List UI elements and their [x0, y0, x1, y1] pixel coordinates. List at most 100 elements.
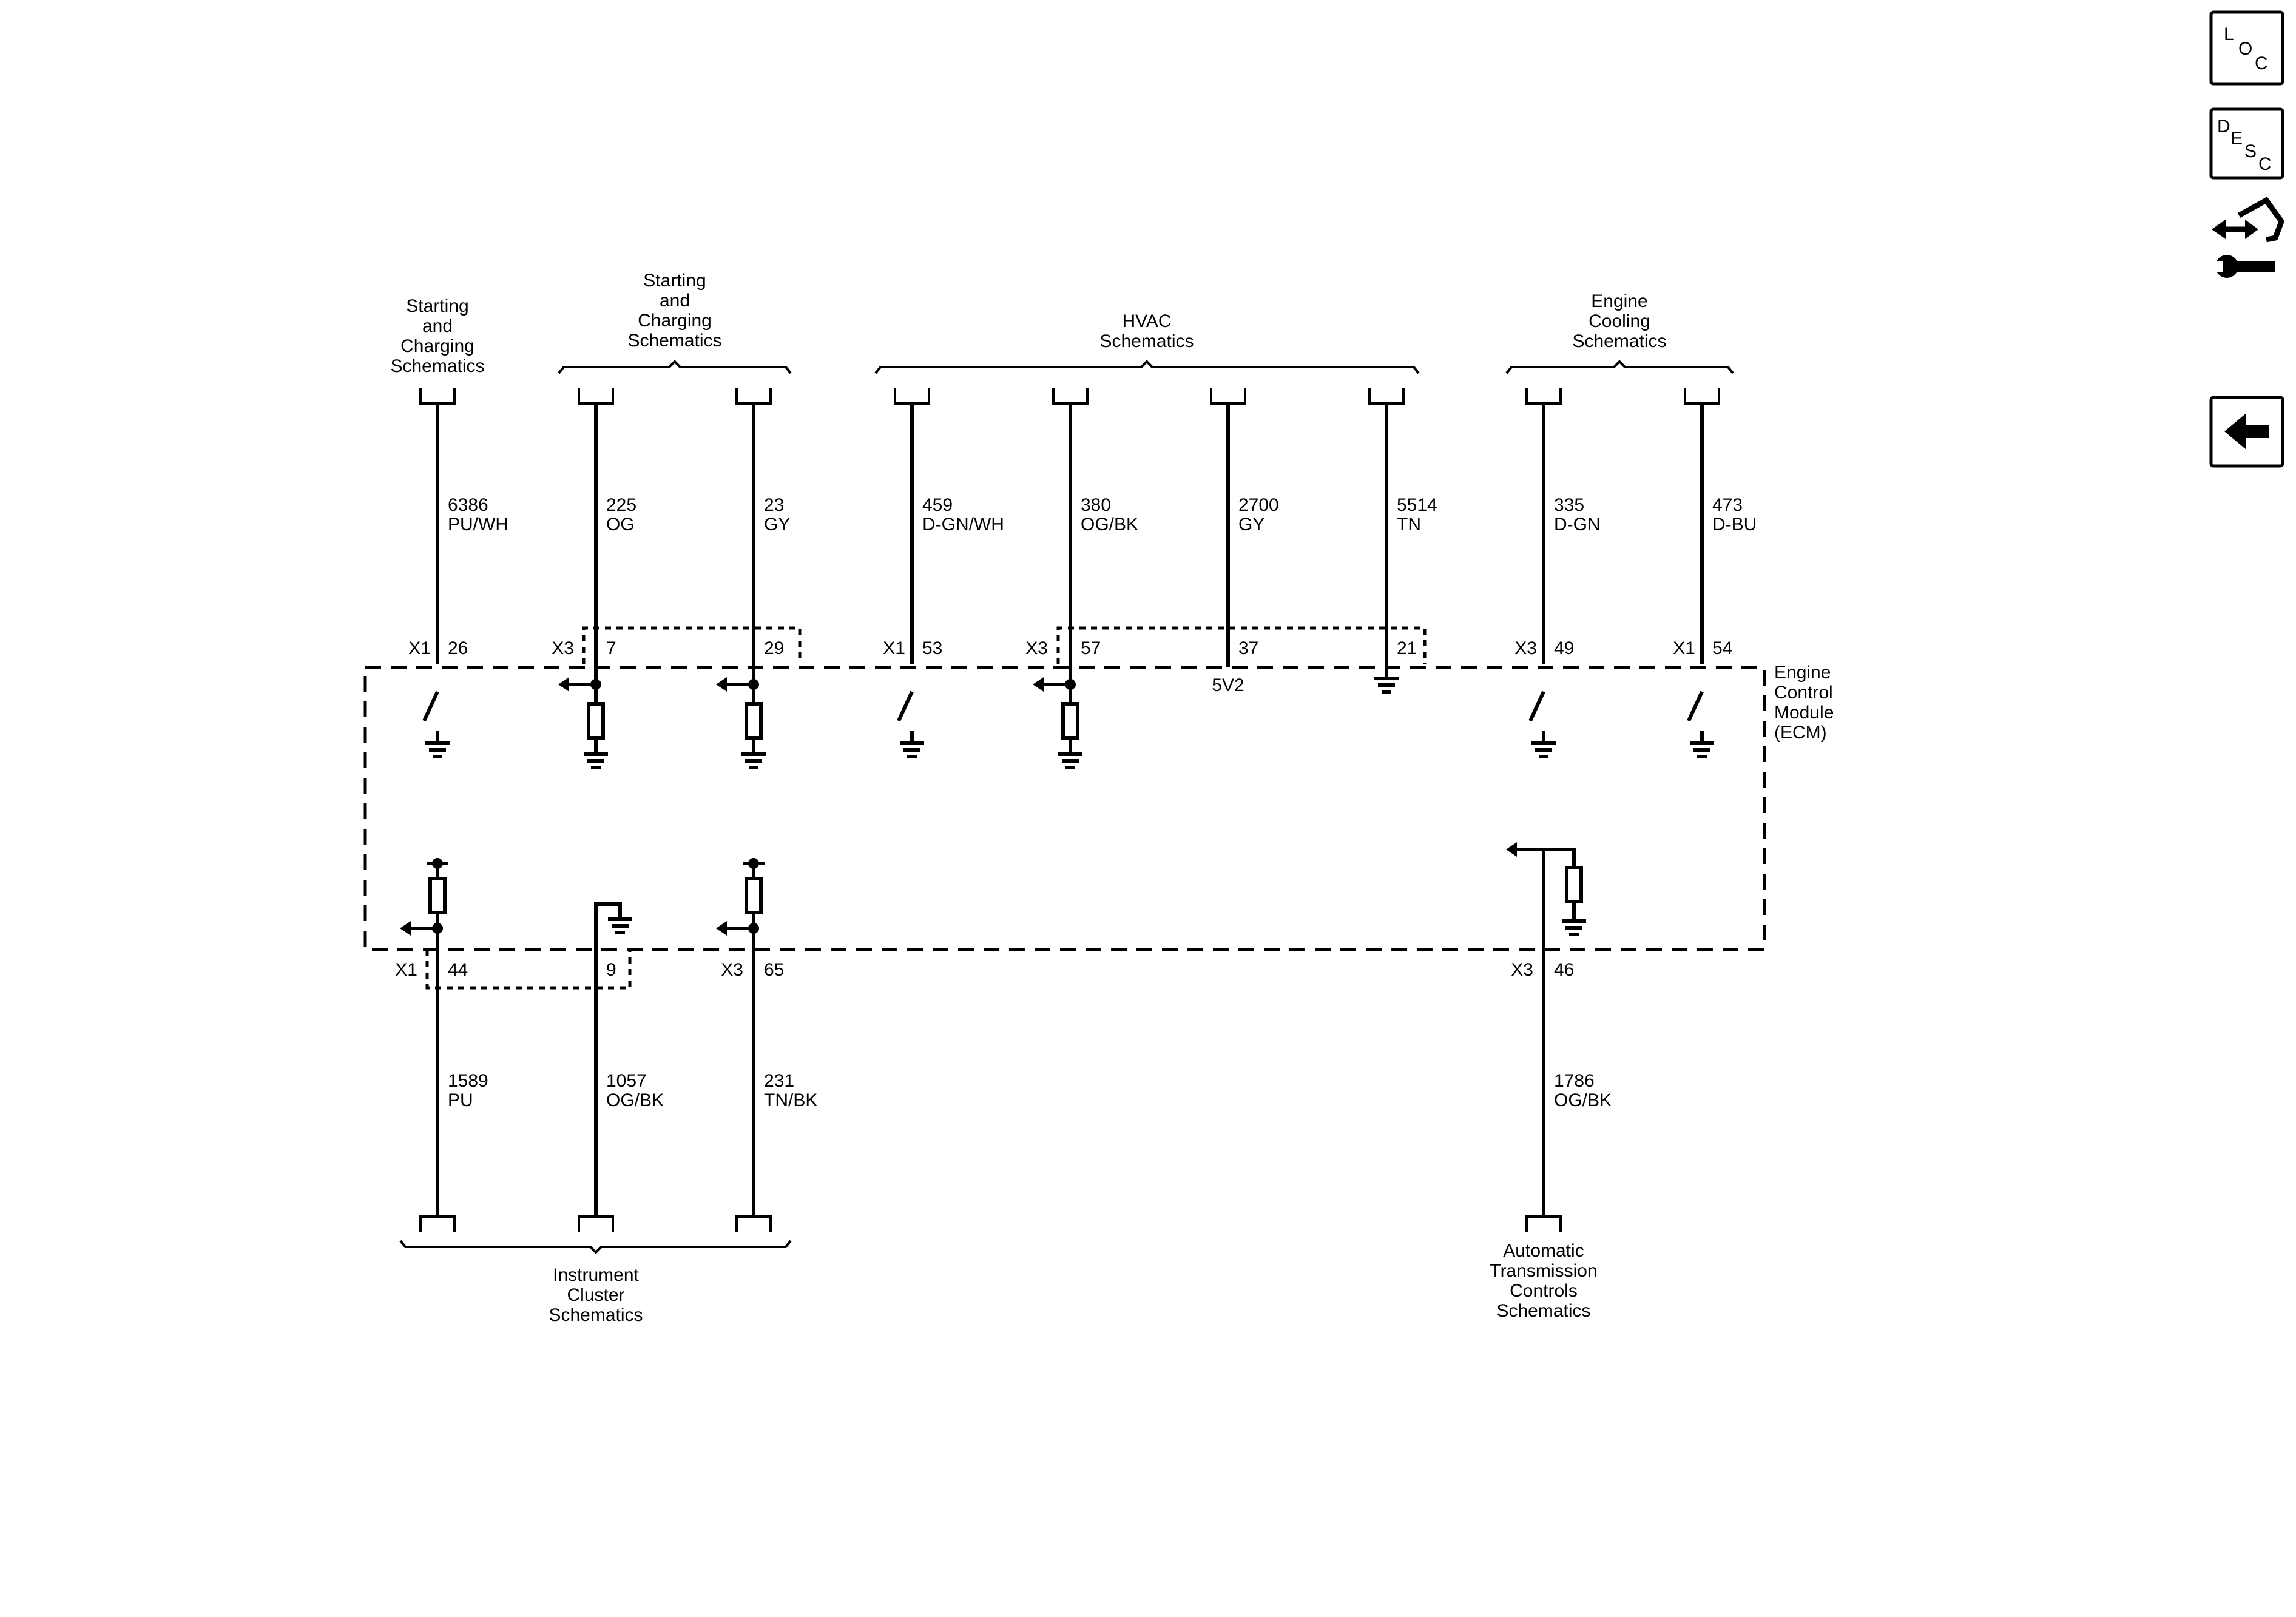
- svg-text:X3: X3: [1511, 960, 1533, 980]
- svg-text:7: 7: [606, 638, 616, 658]
- bracket-hvac: [874, 360, 1420, 374]
- svg-text:D: D: [2217, 116, 2230, 137]
- svg-text:231: 231: [764, 1071, 794, 1091]
- svg-text:X1: X1: [408, 638, 431, 658]
- svg-text:C: C: [2255, 53, 2268, 73]
- svg-text:Schematics: Schematics: [627, 331, 721, 351]
- bottom-wire-labels: 1589 PU 1057 OG/BK 231 TN/BK 1786 OG/BK: [448, 1071, 1612, 1110]
- bottom-pin-labels: X1 44 9 X3 65 X3 46: [395, 960, 1574, 980]
- svg-text:E: E: [2230, 129, 2243, 149]
- svg-text:OG/BK: OG/BK: [606, 1090, 664, 1110]
- svg-text:TN: TN: [1397, 515, 1421, 535]
- svg-text:D-BU: D-BU: [1712, 515, 1757, 535]
- source-label-engine-cooling: Engine Cooling Schematics: [1572, 291, 1666, 351]
- svg-text:1057: 1057: [606, 1071, 647, 1091]
- svg-text:54: 54: [1712, 638, 1732, 658]
- svg-text:Starting: Starting: [406, 296, 468, 316]
- top-pin-labels: X1 26 X3 7 29 X1 53 X3 57 37 21 X3 49 X1…: [408, 638, 1732, 658]
- bottom-wires: [436, 849, 1545, 1217]
- svg-text:2700: 2700: [1238, 495, 1279, 515]
- svg-text:X3: X3: [552, 638, 574, 658]
- source-label-starting-charging-2: Starting and Charging Schematics: [627, 271, 721, 351]
- svg-text:Automatic: Automatic: [1503, 1241, 1584, 1261]
- connector-group-box-1: [582, 626, 802, 664]
- back-arrow-icon: [2224, 413, 2269, 450]
- svg-text:53: 53: [922, 638, 942, 658]
- svg-text:46: 46: [1554, 960, 1574, 980]
- svg-text:X1: X1: [1673, 638, 1695, 658]
- svg-text:and: and: [422, 316, 453, 336]
- ecm-module-label: Engine Control Module (ECM): [1774, 663, 1834, 743]
- bracket-starting-charging: [558, 360, 792, 374]
- svg-text:X3: X3: [721, 960, 743, 980]
- svg-text:X3: X3: [1025, 638, 1048, 658]
- svg-text:(ECM): (ECM): [1774, 723, 1827, 743]
- svg-text:L: L: [2224, 24, 2234, 44]
- svg-text:X1: X1: [395, 960, 417, 980]
- svg-text:Charging: Charging: [400, 336, 474, 356]
- switch-to-ground-26: [422, 690, 450, 758]
- svg-text:Transmission: Transmission: [1490, 1261, 1597, 1281]
- svg-text:HVAC: HVAC: [1122, 311, 1171, 331]
- svg-text:57: 57: [1081, 638, 1101, 658]
- svg-text:459: 459: [922, 495, 953, 515]
- svg-text:Starting: Starting: [643, 271, 706, 291]
- svg-text:PU: PU: [448, 1090, 473, 1110]
- bracket-engine-cooling: [1505, 360, 1734, 374]
- svg-text:and: and: [660, 291, 690, 311]
- svg-text:Control: Control: [1774, 683, 1833, 703]
- svg-text:44: 44: [448, 960, 468, 980]
- svg-text:Instrument: Instrument: [553, 1265, 639, 1285]
- desc-button[interactable]: D E S C: [2209, 107, 2284, 180]
- source-label-hvac: HVAC Schematics: [1099, 311, 1194, 351]
- connector-wrench-icon[interactable]: [2209, 197, 2285, 278]
- ground-9: [594, 902, 632, 992]
- switch-to-ground-54: [1687, 690, 1714, 758]
- svg-text:5514: 5514: [1397, 495, 1437, 515]
- loc-button[interactable]: L O C: [2209, 10, 2284, 86]
- svg-text:S: S: [2244, 141, 2257, 161]
- svg-text:GY: GY: [764, 515, 790, 535]
- switch-to-ground-49: [1528, 690, 1556, 758]
- dest-label-automatic-transmission: Automatic Transmission Controls Schemati…: [1490, 1241, 1597, 1321]
- svg-text:PU/WH: PU/WH: [448, 515, 508, 535]
- svg-text:Cluster: Cluster: [567, 1285, 624, 1305]
- svg-text:23: 23: [764, 495, 784, 515]
- svg-text:Schematics: Schematics: [1099, 331, 1194, 351]
- svg-text:X1: X1: [883, 638, 905, 658]
- svg-text:380: 380: [1081, 495, 1111, 515]
- ground-21: [1374, 677, 1399, 694]
- connector-group-box-2: [1056, 626, 1427, 664]
- svg-text:1589: 1589: [448, 1071, 488, 1091]
- svg-text:Charging: Charging: [638, 311, 712, 331]
- svg-text:225: 225: [606, 495, 636, 515]
- dest-label-instrument-cluster: Instrument Cluster Schematics: [549, 1265, 643, 1325]
- svg-text:OG/BK: OG/BK: [1554, 1090, 1612, 1110]
- top-terminals: [419, 388, 1720, 405]
- svg-text:Controls: Controls: [1510, 1281, 1578, 1301]
- svg-text:49: 49: [1554, 638, 1574, 658]
- svg-text:Schematics: Schematics: [1572, 331, 1666, 351]
- svg-text:TN/BK: TN/BK: [764, 1090, 817, 1110]
- svg-text:65: 65: [764, 960, 784, 980]
- bracket-instrument-cluster: [399, 1240, 792, 1254]
- svg-text:26: 26: [448, 638, 468, 658]
- svg-text:21: 21: [1397, 638, 1417, 658]
- svg-text:OG: OG: [606, 515, 635, 535]
- pulldown-resistor-7: [558, 677, 608, 769]
- svg-text:Schematics: Schematics: [1496, 1301, 1590, 1321]
- svg-text:Schematics: Schematics: [390, 356, 484, 376]
- svg-text:D-GN: D-GN: [1554, 515, 1601, 535]
- pulldown-resistor-29: [716, 677, 766, 769]
- source-label-starting-charging-1: Starting and Charging Schematics: [390, 296, 484, 376]
- pulldown-resistor-57: [1033, 677, 1082, 769]
- svg-text:Engine: Engine: [1591, 291, 1647, 311]
- svg-text:Cooling: Cooling: [1589, 311, 1650, 331]
- svg-text:X3: X3: [1514, 638, 1537, 658]
- svg-text:D-GN/WH: D-GN/WH: [922, 515, 1004, 535]
- svg-text:OG/BK: OG/BK: [1081, 515, 1138, 535]
- svg-text:37: 37: [1238, 638, 1258, 658]
- pullup-resistor-44: [400, 858, 448, 936]
- svg-text:473: 473: [1712, 495, 1743, 515]
